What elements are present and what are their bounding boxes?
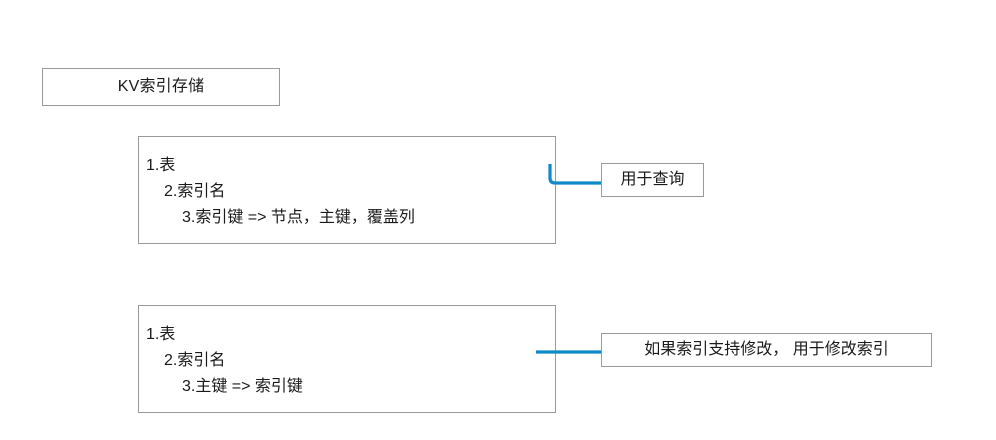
annotation-query-note[interactable]: 用于查询 bbox=[601, 163, 704, 197]
list-line-level-3: 3.主键 => 索引键 bbox=[182, 378, 303, 395]
list-line-level-1: 1.表 bbox=[146, 326, 176, 343]
list-line-level-2: 2.索引名 bbox=[164, 352, 226, 369]
node-primary-key-layout[interactable]: 1.表 2.索引名 3.主键 => 索引键 bbox=[138, 305, 556, 413]
list-line-level-1: 1.表 bbox=[146, 157, 176, 174]
list-line-level-2: 2.索引名 bbox=[164, 183, 226, 200]
node-kv-index-storage[interactable]: KV索引存储 bbox=[42, 68, 280, 106]
connector-elbow-query bbox=[548, 162, 606, 190]
annotation-query-note-label: 用于查询 bbox=[620, 171, 685, 188]
node-index-storage-layout[interactable]: 1.表 2.索引名 3.索引键 => 节点，主键，覆盖列 bbox=[138, 136, 556, 244]
annotation-modify-note[interactable]: 如果索引支持修改， 用于修改索引 bbox=[601, 333, 932, 367]
list-line-level-3: 3.索引键 => 节点，主键，覆盖列 bbox=[182, 209, 415, 226]
annotation-modify-note-label: 如果索引支持修改， 用于修改索引 bbox=[644, 341, 889, 358]
node-kv-index-storage-label: KV索引存储 bbox=[117, 78, 205, 95]
